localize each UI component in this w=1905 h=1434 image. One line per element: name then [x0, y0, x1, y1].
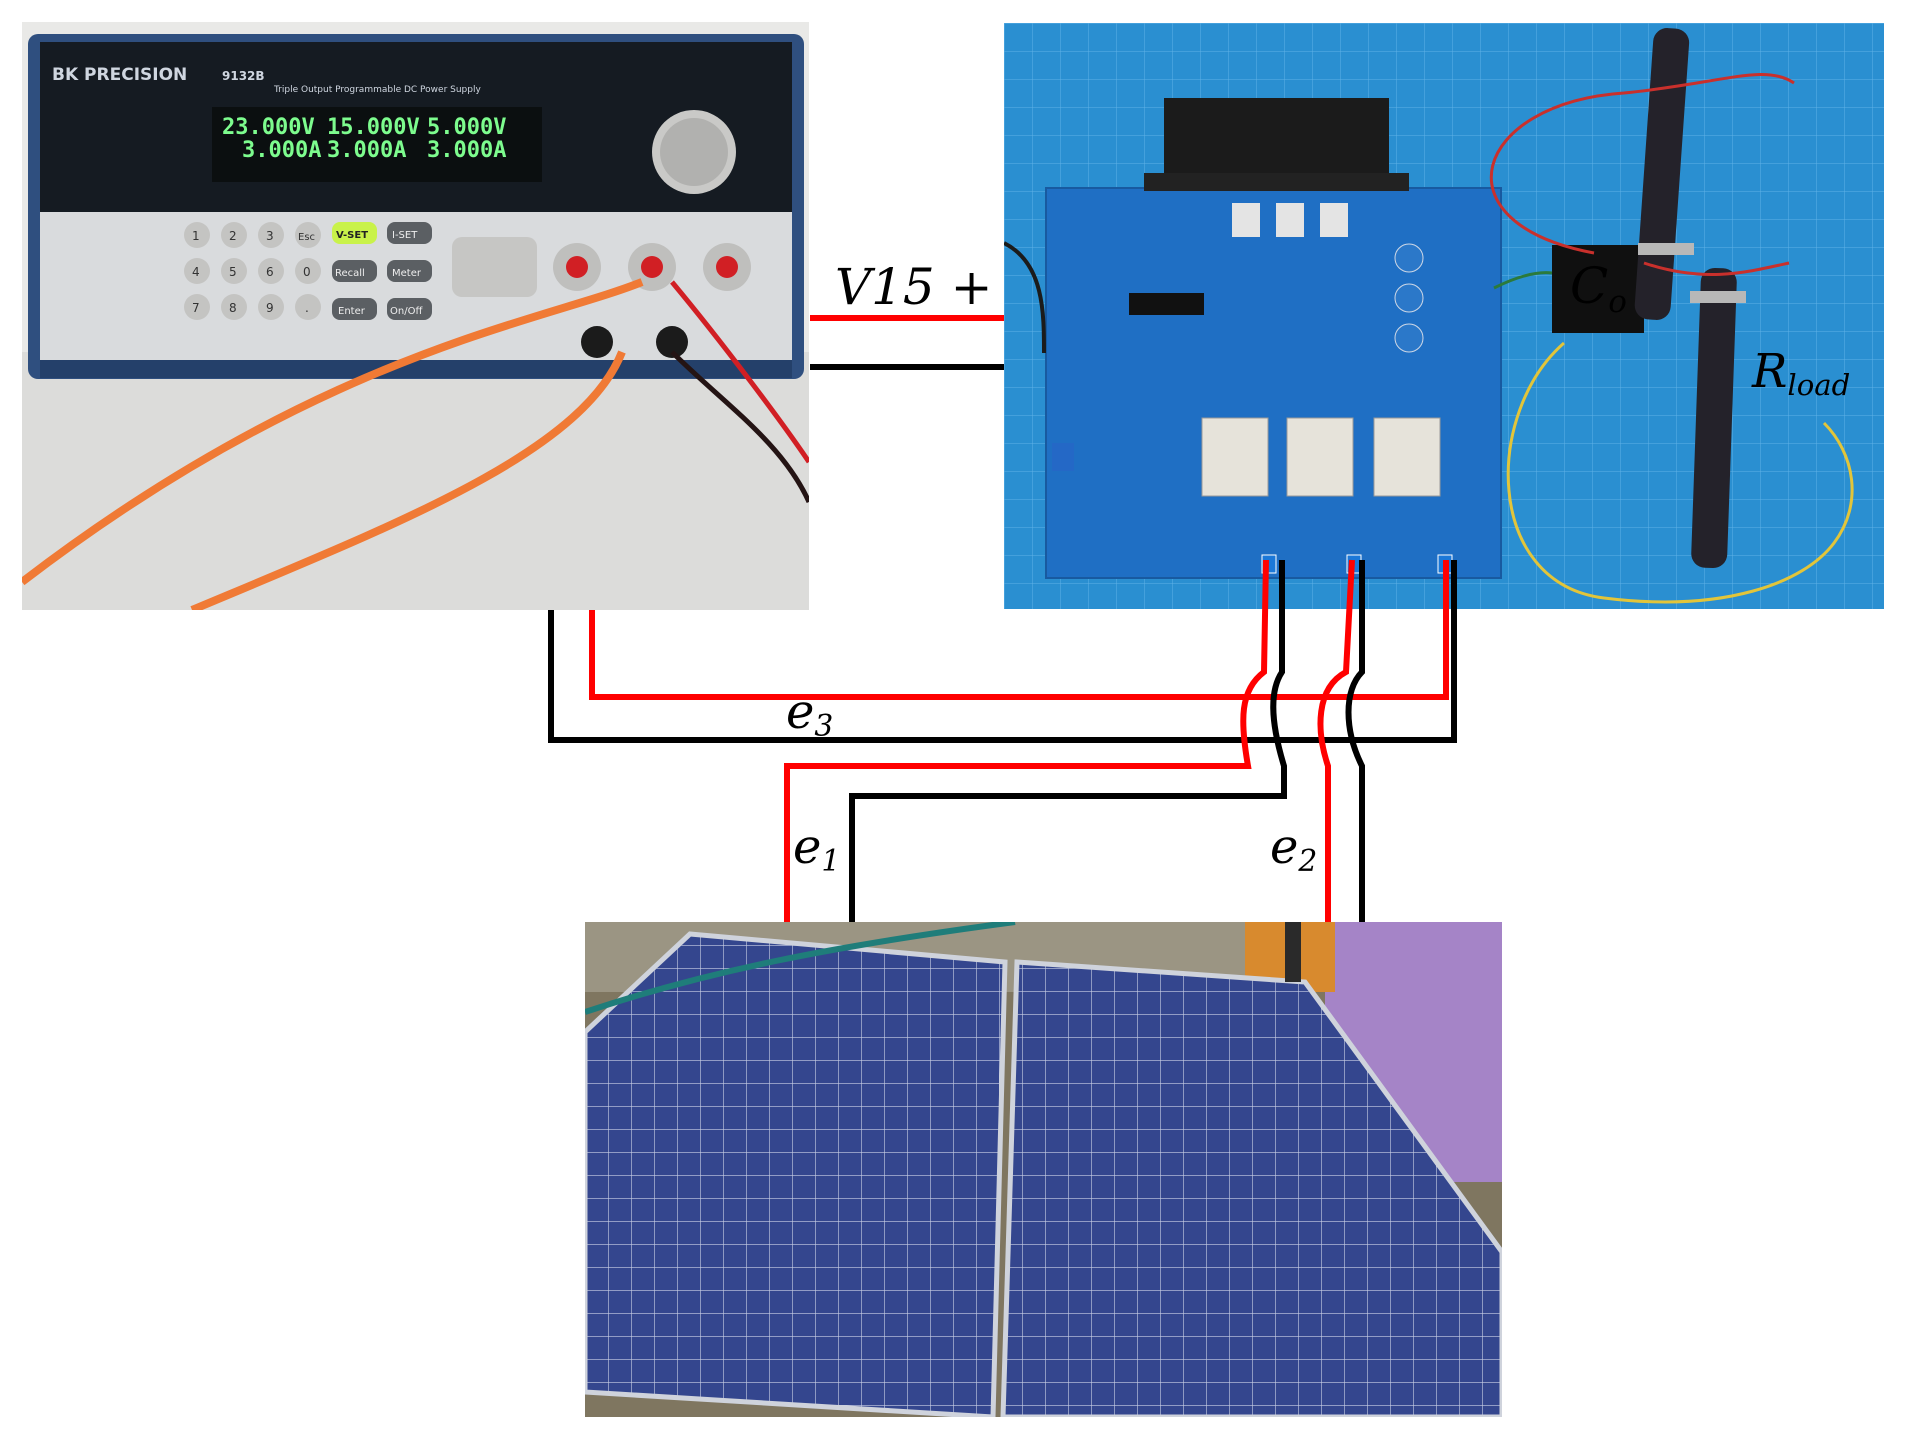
e1-label: e1: [793, 819, 841, 880]
svg-text:Meter: Meter: [392, 268, 422, 279]
solar-panels-photo: [585, 922, 1502, 1417]
svg-text:On/Off: On/Off: [390, 306, 423, 317]
ch3-current: 3.000A: [427, 138, 506, 163]
vset-button-label: V-SET: [336, 230, 368, 241]
svg-text:7: 7: [192, 301, 200, 315]
ch2-current: 3.000A: [327, 138, 406, 163]
solar-panels-illustration: [585, 922, 1502, 1417]
ch1-current: 3.000A: [242, 138, 321, 163]
wire-e2-positive: [1317, 559, 1355, 922]
svg-text:6: 6: [266, 265, 274, 279]
ch3-voltage: 5.000V: [427, 115, 506, 140]
svg-text:3: 3: [266, 229, 274, 243]
svg-text:Esc: Esc: [298, 232, 315, 243]
svg-text:5: 5: [229, 265, 237, 279]
wire-e2-negative: [1345, 560, 1365, 922]
ch2-voltage: 15.000V: [327, 115, 420, 140]
psu-terminals: [553, 243, 751, 358]
svg-text:Recall: Recall: [335, 268, 365, 279]
svg-text:2: 2: [229, 229, 237, 243]
ch1-voltage: 23.000V: [222, 115, 315, 140]
svg-text:Enter: Enter: [338, 306, 366, 317]
e3-label: e3: [786, 684, 834, 745]
power-supply-photo: 23.000V 3.000A 15.000V 3.000A 5.000V 3.0…: [22, 22, 809, 610]
svg-text:9: 9: [266, 301, 274, 315]
psu-subtitle: Triple Output Programmable DC Power Supp…: [273, 85, 481, 95]
psu-brand: BK PRECISION: [52, 65, 187, 85]
converter-board-illustration: [1004, 23, 1884, 609]
svg-text:.: .: [305, 301, 309, 315]
converter-board-photo: Co Rload: [1004, 23, 1884, 609]
svg-text:1: 1: [192, 229, 200, 243]
v15-label: V15 +: [835, 258, 993, 316]
power-supply-illustration: 23.000V 3.000A 15.000V 3.000A 5.000V 3.0…: [22, 22, 809, 610]
psu-model: 9132B: [222, 69, 265, 83]
svg-text:0: 0: [303, 265, 311, 279]
rload-label: Rload: [1752, 344, 1851, 403]
co-label: Co: [1570, 257, 1627, 320]
svg-text:8: 8: [229, 301, 237, 315]
svg-text:4: 4: [192, 265, 200, 279]
svg-text:I-SET: I-SET: [392, 230, 418, 241]
wire-e1-positive: [784, 559, 1269, 922]
wire-e1-negative: [849, 560, 1287, 922]
psu-keypad: [184, 222, 321, 320]
e2-label: e2: [1270, 819, 1318, 880]
